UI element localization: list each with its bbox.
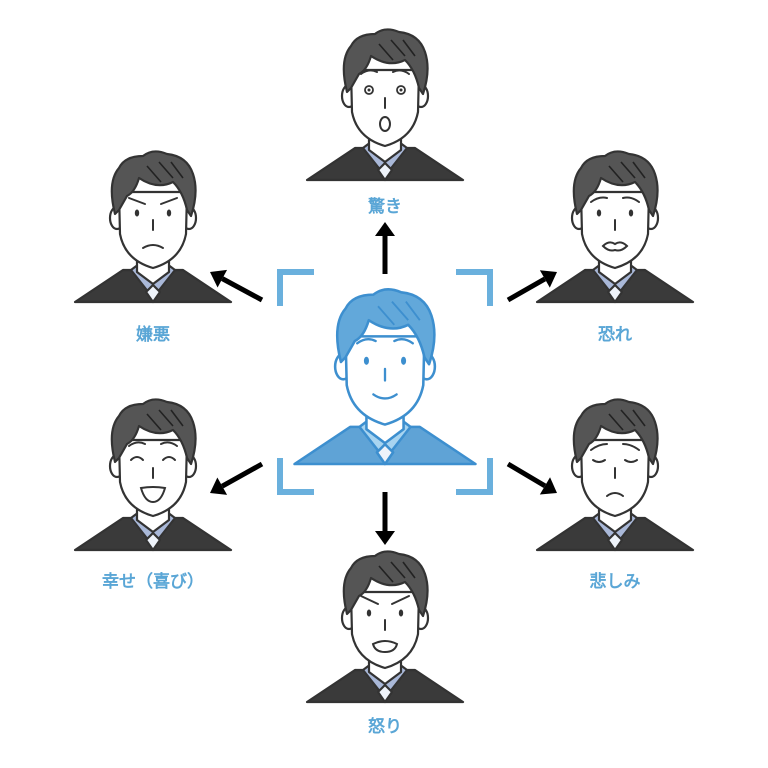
pupil (399, 88, 403, 92)
eye (130, 456, 144, 461)
arrow-shaft (506, 461, 547, 489)
face-sadness (535, 398, 695, 552)
eyebrow (590, 443, 608, 451)
eyebrow (622, 443, 640, 451)
focus-bracket (277, 458, 314, 495)
eyebrow (160, 441, 178, 447)
eyebrow (393, 338, 414, 345)
eye (401, 356, 407, 365)
tie (144, 531, 162, 552)
face-happiness (73, 398, 233, 552)
eye (396, 85, 406, 95)
focus-bracket (456, 269, 493, 306)
tie (376, 683, 394, 704)
arrow-head (210, 477, 228, 495)
arrow-shaft (221, 276, 264, 303)
center-face (293, 288, 477, 466)
tie (375, 443, 395, 466)
label-sadness: 悲しみ (589, 572, 641, 592)
mouth (379, 116, 391, 132)
pupil (367, 88, 371, 92)
label-anger: 怒り (368, 717, 402, 737)
eyebrow (360, 69, 378, 75)
eye (134, 209, 140, 217)
label-happiness: 幸せ（喜び） (102, 572, 204, 592)
tie (606, 531, 624, 552)
tie (606, 283, 624, 304)
hair-strands (146, 409, 184, 431)
arrow-head (539, 477, 557, 495)
eye (596, 209, 602, 217)
arrow-head (375, 222, 395, 236)
mouth (139, 486, 167, 504)
tie (144, 283, 162, 304)
eyebrow (360, 595, 379, 605)
eyebrow (128, 441, 146, 447)
eye (162, 456, 176, 461)
eyebrow (128, 197, 146, 205)
mouth (606, 492, 624, 497)
mouth (371, 640, 399, 654)
eye (166, 209, 172, 217)
label-fear: 恐れ (598, 325, 632, 345)
hair-strands (608, 409, 646, 431)
hair-strands (378, 561, 416, 583)
focus-bracket (277, 269, 314, 306)
mouth (372, 393, 398, 400)
eye (624, 459, 638, 463)
label-disgust: 嫌悪 (136, 325, 170, 345)
face-fear (535, 150, 695, 304)
arrow-head (375, 531, 395, 545)
eye (398, 609, 404, 617)
arrow-shaft (506, 276, 547, 303)
focus-bracket (456, 458, 493, 495)
label-surprise: 驚き (368, 197, 402, 217)
hair-strands (377, 300, 421, 326)
face-disgust (73, 150, 233, 304)
hair-strands (378, 39, 416, 61)
mouth (142, 244, 164, 249)
eyebrow (391, 595, 410, 605)
eye (363, 356, 369, 365)
eye (592, 459, 606, 463)
eyebrow (356, 338, 377, 345)
hair-strands (146, 161, 184, 183)
eye (364, 85, 374, 95)
face-anger (305, 550, 465, 704)
arrow-shaft (221, 461, 264, 489)
hair-strands (608, 161, 646, 183)
tie (376, 161, 394, 182)
eye (628, 209, 634, 217)
face-surprise (305, 28, 465, 182)
arrow-head (539, 270, 557, 288)
eye (366, 609, 372, 617)
arrow-head (210, 269, 228, 288)
eyebrow (590, 196, 608, 203)
eyebrow (160, 197, 178, 205)
eyebrow (392, 69, 410, 75)
mouth (601, 241, 629, 252)
eyebrow (622, 196, 640, 203)
